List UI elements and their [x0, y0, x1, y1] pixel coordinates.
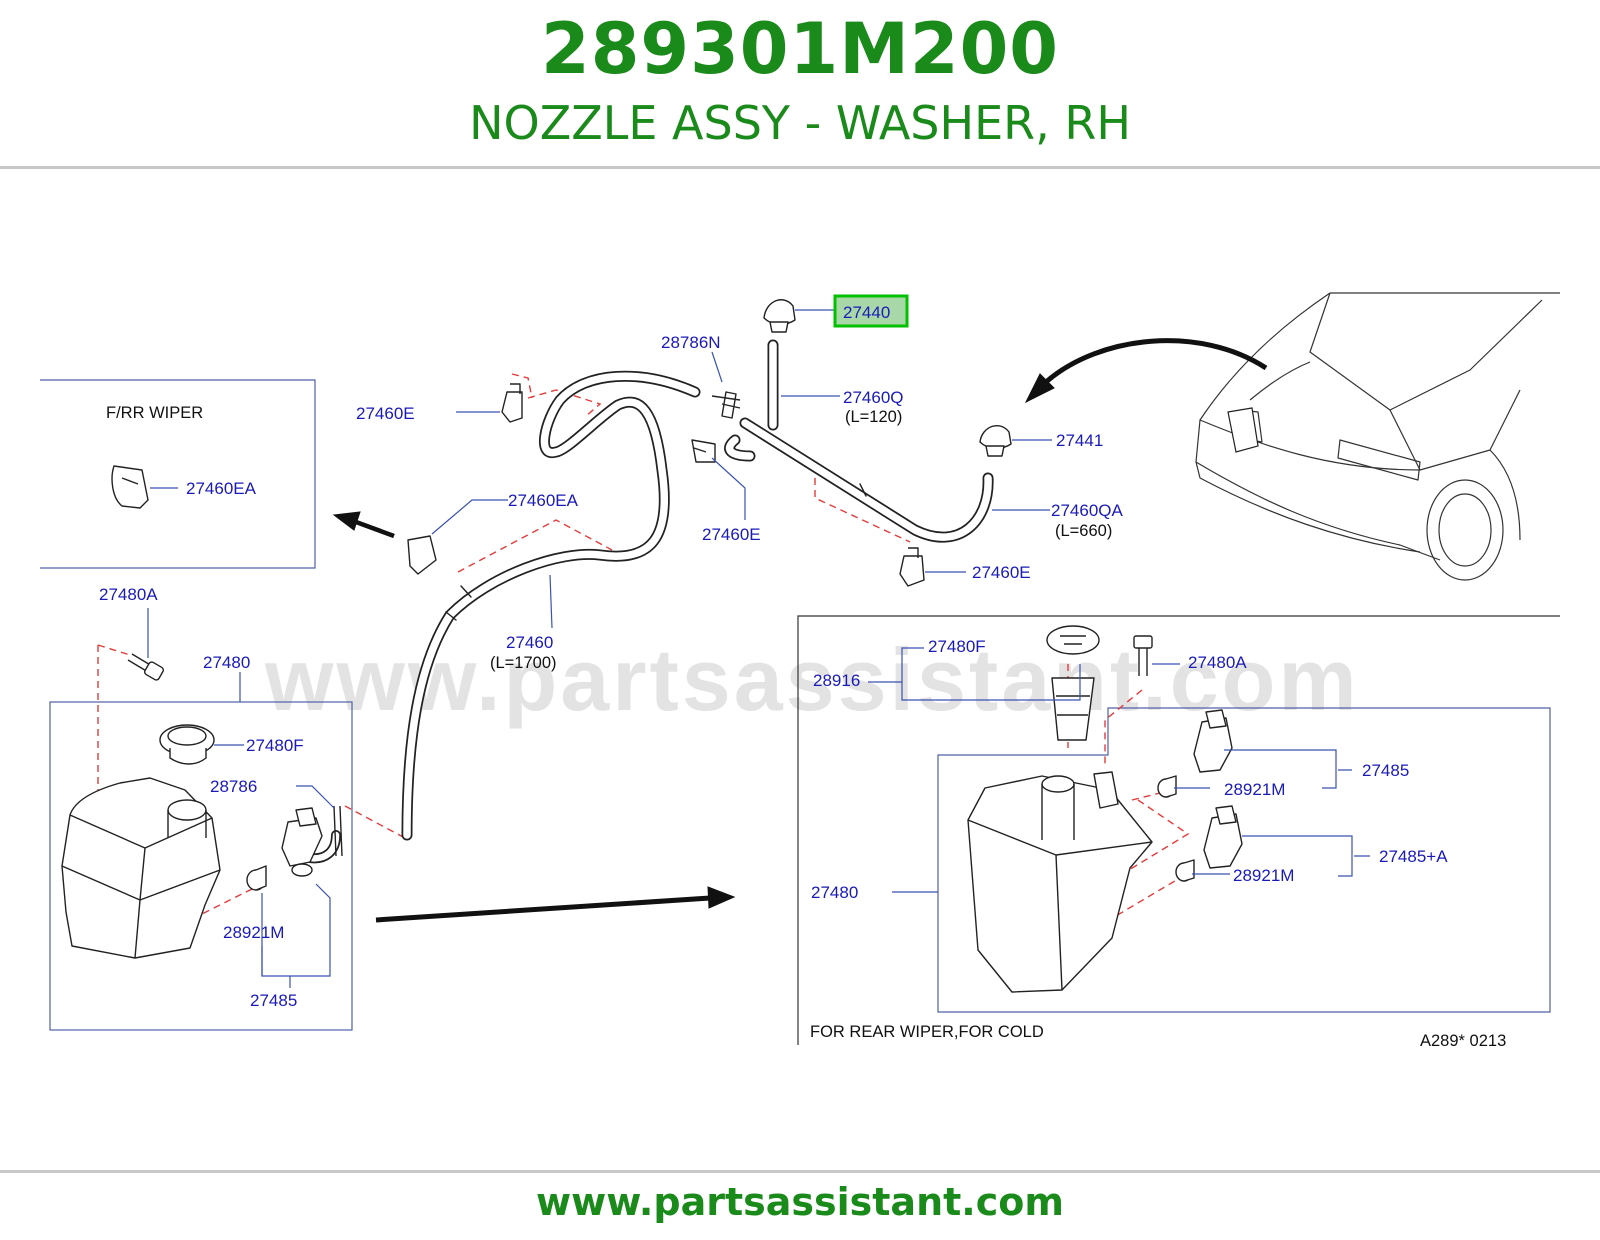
left-tank-frame: [49, 701, 353, 1031]
label-27480f-right[interactable]: 27480F: [928, 637, 986, 656]
pin-28786: [333, 805, 343, 857]
length-27460qa: (L=660): [1055, 522, 1112, 540]
arrow-to-rear: [375, 895, 711, 923]
inset-title: F/RR WIPER: [106, 404, 203, 422]
label-27460e-c[interactable]: 27460E: [972, 563, 1031, 582]
connector-28786n: [711, 391, 741, 419]
label-27460qa[interactable]: 27460QA: [1051, 501, 1123, 520]
label-27485-right[interactable]: 27485: [1362, 761, 1409, 780]
clip-27460e-mid: [691, 439, 716, 463]
label-27440[interactable]: 27440: [843, 303, 890, 322]
filler-tube-28916: [1051, 677, 1095, 741]
label-27460e-b[interactable]: 27460E: [702, 525, 761, 544]
label-27460ea-main[interactable]: 27460EA: [508, 491, 579, 510]
label-27460q[interactable]: 27460Q: [843, 388, 904, 407]
cap-27480f-right: [1046, 625, 1100, 655]
footer-divider: [0, 1170, 1600, 1173]
arrow-to-inset: [355, 519, 395, 539]
label-27480a-left[interactable]: 27480A: [99, 585, 158, 604]
label-27480-right[interactable]: 27480: [811, 883, 858, 902]
hoses: [305, 339, 994, 864]
rear-tank-frame: [937, 707, 1551, 1013]
hose-27460qa: [739, 417, 994, 543]
clip-27460ea-main: [407, 535, 437, 575]
footer-url[interactable]: www.partsassistant.com: [536, 1180, 1064, 1224]
highlight-box-27440: [833, 294, 909, 328]
leader-lines: [147, 309, 1370, 988]
vehicle-location-sketch: [1195, 292, 1560, 581]
part-number-title: 289301M200: [540, 8, 1059, 90]
label-27460[interactable]: 27460: [506, 633, 553, 652]
header-divider: [0, 166, 1600, 169]
arrow-head-nozzle: [1024, 373, 1055, 404]
part-labels: 27440 28786N 27460Q 27460E 27441 27460QA…: [99, 303, 1448, 1010]
diagram-frames: [40, 379, 1560, 1045]
direction-arrows: [332, 338, 1268, 923]
tank-27480-left: [61, 777, 221, 959]
nozzle-27441: [979, 424, 1012, 457]
label-28786n[interactable]: 28786N: [661, 333, 721, 352]
arrow-to-nozzle: [1044, 338, 1268, 384]
grommet-28921m-left: [246, 865, 267, 891]
length-27460q: (L=120): [845, 408, 902, 426]
label-28786[interactable]: 28786: [210, 777, 257, 796]
label-28921m-right-a[interactable]: 28921M: [1224, 780, 1285, 799]
rear-wiper-note: FOR REAR WIPER,FOR COLD: [810, 1023, 1044, 1041]
pump-27485-left: [281, 807, 323, 877]
diagram-code: A289* 0213: [1420, 1032, 1506, 1050]
length-27460: (L=1700): [490, 654, 557, 672]
arrow-head-inset: [332, 511, 361, 531]
label-27485a-right[interactable]: 27485+A: [1379, 847, 1448, 866]
label-27480a-right[interactable]: 27480A: [1188, 653, 1247, 672]
label-28916[interactable]: 28916: [813, 671, 860, 690]
inset-frame-fr-rr: [40, 379, 316, 569]
annotations: (L=120) (L=660) (L=1700) F/RR WIPER FOR …: [106, 404, 1506, 1050]
nozzle-27440: [763, 299, 796, 333]
grommet-28921m-right-a: [1157, 775, 1177, 798]
part-description: NOZZLE ASSY - WASHER, RH: [469, 96, 1131, 150]
label-28921m-right-b[interactable]: 28921M: [1233, 866, 1294, 885]
grommet-28921m-right-b: [1175, 859, 1195, 882]
clip-27460e-lower: [899, 547, 925, 587]
label-27480-left[interactable]: 27480: [203, 653, 250, 672]
rear-wiper-frame: [797, 615, 1560, 1045]
clip-27460ea-inset: [111, 465, 149, 509]
watermark: www.partsassistant.com: [264, 630, 1360, 729]
pump-27485a-right: [1203, 805, 1243, 869]
clip-27460e-top: [501, 383, 523, 423]
label-27460ea-inset[interactable]: 27460EA: [186, 479, 257, 498]
label-28921m-left[interactable]: 28921M: [223, 923, 284, 942]
label-27480f-left[interactable]: 27480F: [246, 736, 304, 755]
tank-27480-right: [967, 771, 1153, 993]
label-27441[interactable]: 27441: [1056, 431, 1103, 450]
vehicle-tank-detail: [1227, 407, 1259, 453]
line-art-parts: [61, 299, 1243, 993]
bolt-27480a-left: [127, 653, 165, 681]
label-27485-left[interactable]: 27485: [250, 991, 297, 1010]
bolt-27480a-right: [1133, 635, 1153, 676]
label-27460e-a[interactable]: 27460E: [356, 404, 415, 423]
arrow-head-rear: [707, 886, 736, 909]
cap-27480f-left: [159, 724, 215, 765]
pump-27485-right: [1193, 709, 1233, 773]
